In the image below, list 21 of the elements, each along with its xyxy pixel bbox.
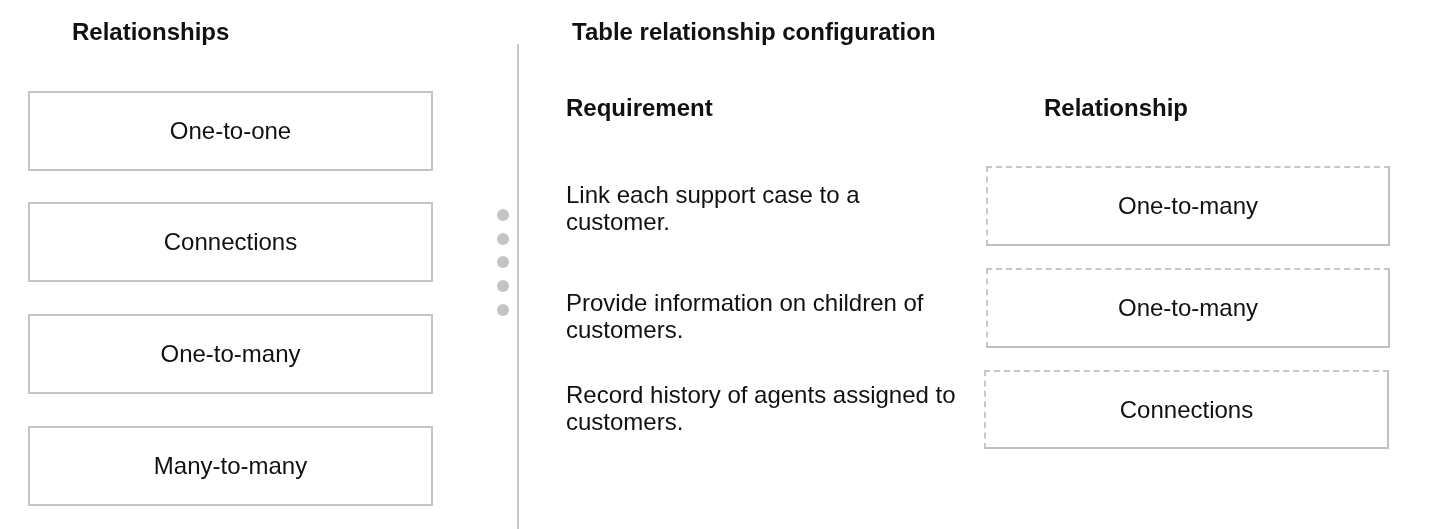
option-text: Connections — [1119, 395, 1254, 424]
option-text: One-to-many — [1117, 294, 1259, 322]
requirement-text: Provide information on children of customers. — [566, 289, 925, 343]
answer-slot — [986, 268, 1390, 348]
option-text: One-to-many — [160, 340, 301, 368]
requirement-text: Record history of agents assigned to customers. — [566, 381, 957, 435]
option-tile — [28, 426, 433, 506]
option-text: Connections — [163, 228, 298, 256]
answer-slot — [984, 370, 1389, 449]
answer-slot — [986, 166, 1390, 246]
requirement-text: Link each support case to a customer. — [566, 181, 861, 235]
column-header: Requirement — [566, 94, 713, 121]
panel-title: Table relationship configuration — [572, 18, 936, 45]
column-header: Relationship — [1044, 94, 1188, 121]
option-tile — [28, 202, 433, 282]
panel-title: Relationships — [72, 18, 230, 45]
option-text: Many-to-many — [153, 452, 308, 480]
option-tile — [28, 91, 433, 171]
option-tile — [28, 314, 433, 394]
option-text: One-to-many — [1117, 192, 1259, 220]
option-text: One-to-one — [169, 117, 292, 145]
